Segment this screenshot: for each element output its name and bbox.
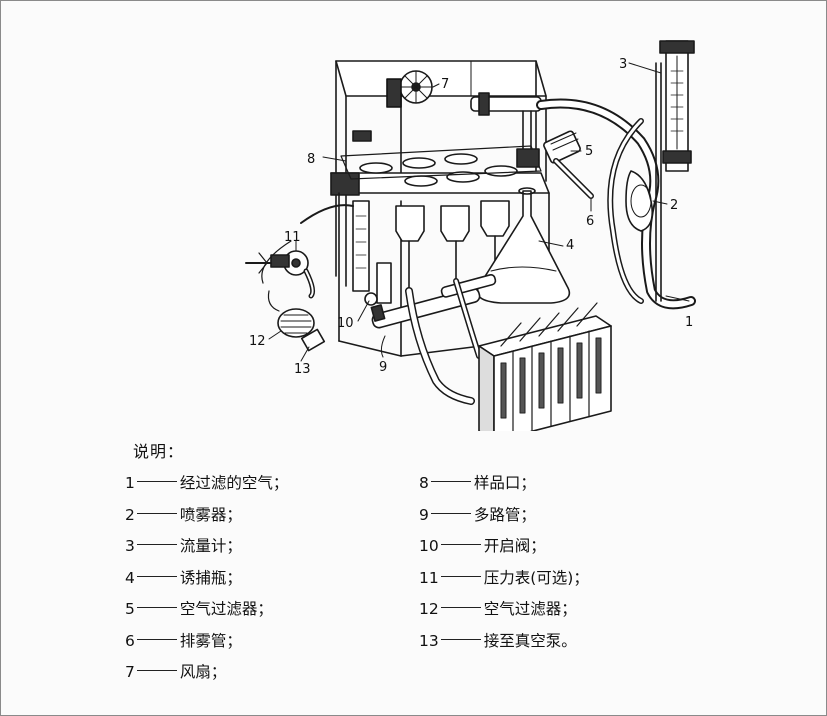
legend-number: 12: [419, 600, 439, 618]
legend-text: 风扇；: [179, 663, 227, 681]
callout-labels: 1 2 3 4 5 6 7 8 9 10 11 12 13: [249, 57, 693, 377]
callout-5: 5: [585, 144, 593, 159]
chamber: [335, 60, 547, 287]
legend-dash: [136, 575, 177, 577]
legend-item-3: 3 流量计；: [125, 534, 288, 566]
legend-text: 压力表(可选)；: [483, 568, 589, 587]
callout-2: 2: [670, 198, 678, 213]
legend-number: 2: [125, 505, 135, 524]
legend-number: 1: [125, 474, 135, 492]
flow-meter: [655, 40, 695, 302]
legend-number: 3: [125, 537, 135, 555]
legend-number: 11: [419, 568, 439, 587]
legend-number: 8: [419, 474, 429, 492]
legend-text: 接至真空泵。: [483, 631, 577, 650]
legend-item-8: 8 样品口；: [419, 471, 589, 503]
callout-12: 12: [249, 334, 266, 349]
callout-9: 9: [379, 360, 387, 375]
legend-number: 10: [419, 537, 439, 555]
leader-lines: [268, 62, 690, 362]
legend-text: 空气过滤器；: [179, 600, 273, 618]
legend-dash: [430, 481, 471, 482]
legend-item-7: 7 风扇；: [125, 660, 288, 692]
legend-dash: [440, 638, 481, 640]
legend-text: 经过滤的空气；: [179, 474, 289, 492]
manifold-assembly: [245, 200, 497, 352]
legend-dash: [136, 481, 177, 482]
legend-text: 诱捕瓶；: [179, 568, 242, 587]
legend-column-right: 8 样品口； 9 多路管； 10 开启阀； 11 压力表(可选)； 12 空气过滤器； 1…: [419, 471, 589, 660]
legend-text: 流量计；: [179, 537, 242, 555]
atomizer-assembly: [470, 92, 696, 310]
callout-13: 13: [294, 362, 311, 377]
legend-dash: [136, 544, 177, 545]
legend-item-11: 11 压力表(可选)；: [419, 566, 589, 598]
legend-number: 7: [125, 663, 135, 681]
callout-8: 8: [307, 152, 315, 167]
callout-6: 6: [586, 214, 594, 229]
legend-number: 4: [125, 568, 135, 587]
callout-3: 3: [619, 57, 627, 72]
legend-item-5: 5 空气过滤器；: [125, 597, 288, 629]
legend-text: 开启阀；: [483, 537, 546, 555]
flowmeter-bank: [405, 278, 612, 431]
apparatus-drawing: 1 2 3 4 5 6 7 8 9 10 11 12 13: [245, 40, 696, 431]
legend-text: 喷雾器；: [179, 505, 242, 524]
callout-10: 10: [337, 316, 354, 331]
legend-number: 13: [419, 631, 439, 650]
legend-item-1: 1 经过滤的空气；: [125, 471, 288, 503]
callout-11: 11: [284, 230, 301, 245]
legend-dash: [136, 670, 177, 671]
legend-number: 5: [125, 600, 135, 618]
callout-7: 7: [441, 77, 449, 92]
legend-item-6: 6 排雾管；: [125, 629, 288, 661]
legend-dash: [136, 638, 177, 640]
legend-dash: [136, 607, 177, 608]
legend-item-13: 13 接至真空泵。: [419, 629, 589, 661]
legend-dash: [440, 544, 481, 545]
legend-item-10: 10 开启阀；: [419, 534, 589, 566]
legend-text: 排雾管；: [179, 631, 242, 650]
legend-number: 9: [419, 505, 429, 524]
legend-text: 多路管；: [473, 505, 536, 524]
legend-dash: [440, 607, 481, 608]
callout-4: 4: [566, 238, 574, 253]
legend-item-12: 12 空气过滤器；: [419, 597, 589, 629]
legend-text: 空气过滤器；: [483, 600, 577, 618]
legend-column-left: 1 经过滤的空气； 2 喷雾器； 3 流量计； 4 诱捕瓶； 5 空气过滤器； 6 排雾管；…: [125, 471, 288, 692]
legend-dash: [440, 575, 481, 577]
legend-dash: [430, 512, 471, 514]
legend-item-2: 2 喷雾器；: [125, 503, 288, 535]
legend-item-9: 9 多路管；: [419, 503, 589, 535]
legend-dash: [136, 512, 177, 514]
sample-port-plate: [330, 145, 550, 357]
legend-number: 6: [125, 631, 135, 650]
apparatus-diagram: 1 2 3 4 5 6 7 8 9 10 11 12 13: [1, 1, 827, 431]
legend-title: 说明：: [133, 442, 185, 461]
legend-item-4: 4 诱捕瓶；: [125, 566, 288, 598]
callout-1: 1: [685, 315, 693, 330]
legend-text: 样品口；: [473, 474, 536, 492]
